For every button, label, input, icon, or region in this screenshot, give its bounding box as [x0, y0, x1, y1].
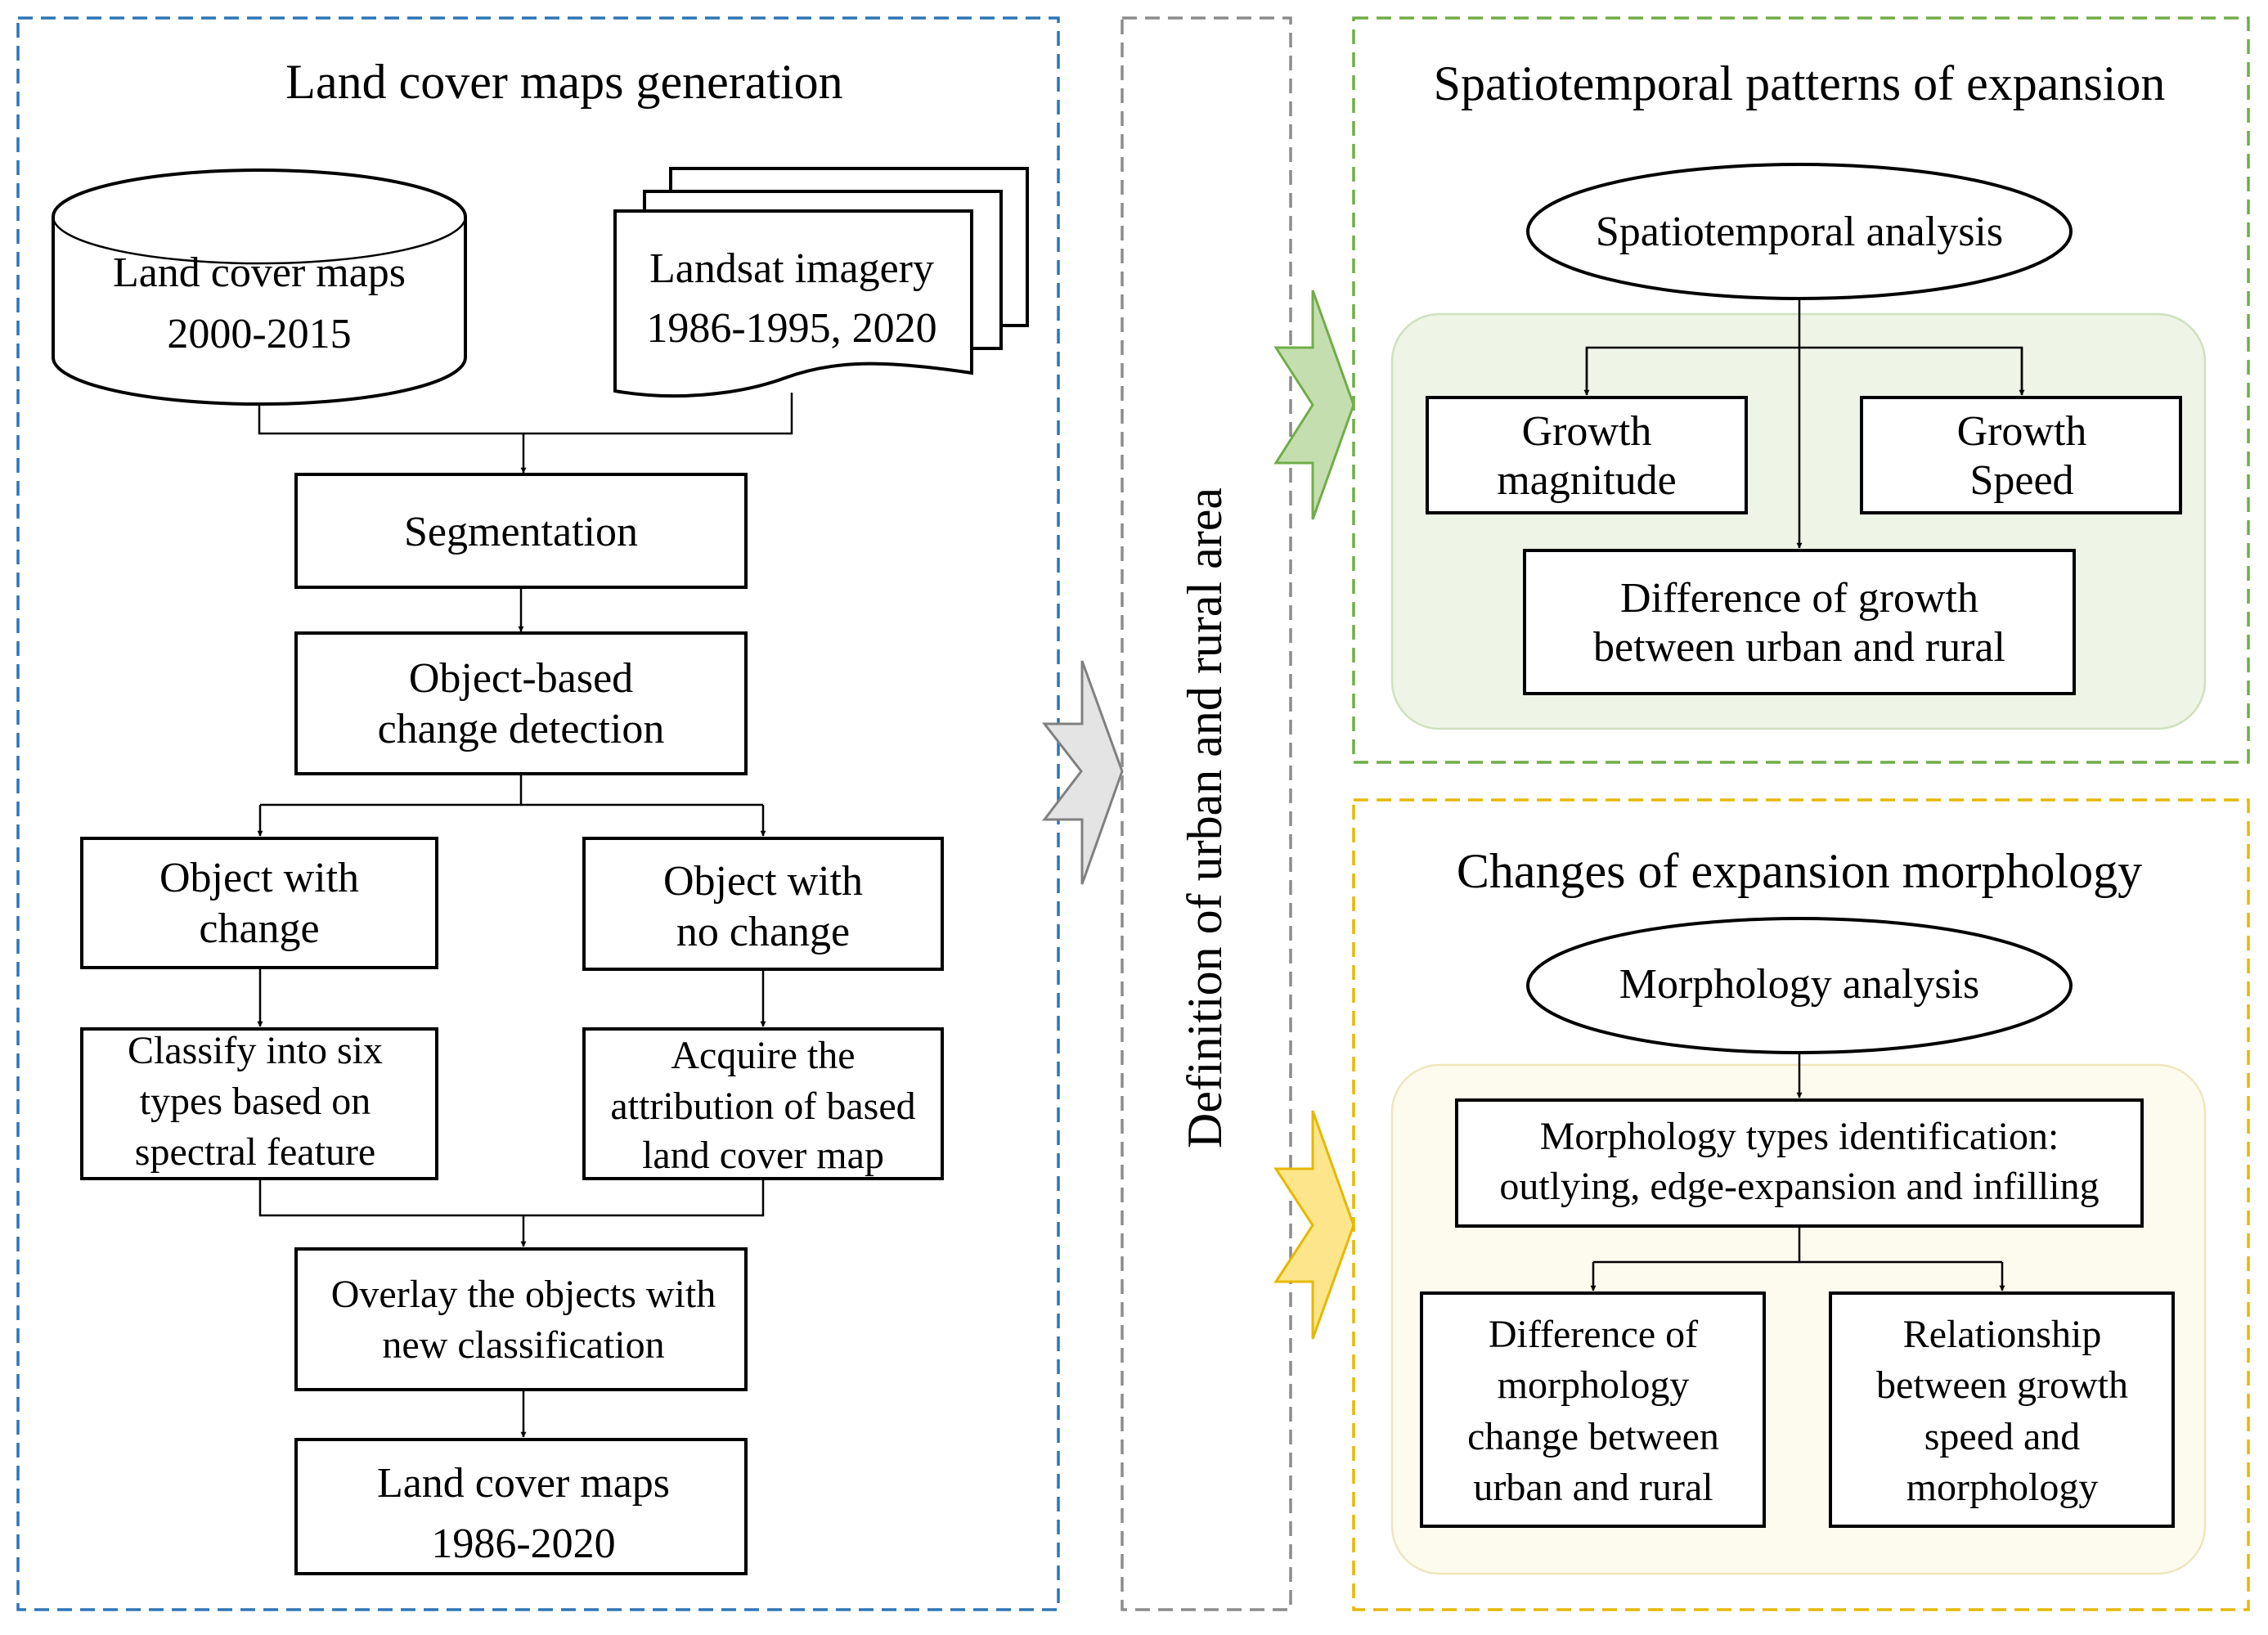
growth-speed-label-line2: Speed: [1969, 457, 2073, 504]
classify-label-line2: types based on: [140, 1080, 371, 1123]
classify-label-line3: spectral feature: [135, 1130, 375, 1174]
imagery-label-line2: 1986-1995, 2020: [646, 305, 936, 352]
object-no-change-label-line1: Object with: [663, 858, 863, 905]
relationship-label-line4: morphology: [1906, 1466, 2099, 1509]
output-label-line1: Land cover maps: [377, 1460, 670, 1507]
yellow-arrow-icon: [1273, 1110, 1355, 1340]
relationship-box: [1829, 1291, 2175, 1528]
left-panel-title: Land cover maps generation: [285, 55, 842, 109]
change-detection-box: [294, 631, 748, 775]
growth-difference-label-line1: Difference of growth: [1620, 575, 1978, 622]
spatiotemporal-analysis-label: Spatiotemporal analysis: [1596, 209, 2003, 255]
object-no-change-label-line2: no change: [676, 909, 850, 955]
morphology-difference-box: [1420, 1291, 1766, 1528]
growth-speed-label-line1: Growth: [1957, 408, 2087, 455]
bottom-right-panel-border: [1352, 798, 2250, 1611]
output-maps-box: [294, 1438, 748, 1575]
acquire-box: [582, 1027, 944, 1180]
landsat-imagery-node: Landsat imagery 1986-1995, 2020: [613, 167, 1029, 398]
overlay-label-line2: new classification: [382, 1323, 664, 1367]
object-change-label-line2: change: [199, 905, 319, 952]
middle-panel-border: [1121, 16, 1292, 1611]
growth-magnitude-label-line1: Growth: [1522, 408, 1652, 455]
object-change-label-line1: Object with: [159, 855, 359, 901]
morphology-difference-label-line3: change between: [1467, 1415, 1719, 1458]
morphology-difference-label-line4: urban and rural: [1473, 1466, 1713, 1509]
acquire-label-line1: Acquire the: [671, 1034, 855, 1077]
top-right-panel-border: [1352, 16, 2250, 764]
document-front-icon: [613, 209, 973, 398]
classify-box: [80, 1027, 438, 1180]
connector-split-change: [260, 774, 523, 806]
object-no-change-box: [582, 837, 944, 971]
morphology-types-label-line2: outlying, edge-expansion and infilling: [1499, 1165, 2099, 1208]
morphology-difference-label-line1: Difference of: [1489, 1313, 1698, 1356]
acquire-label-line3: land cover map: [642, 1134, 884, 1177]
morphology-analysis-label: Morphology analysis: [1619, 961, 1980, 1008]
growth-magnitude-box: [1426, 396, 1748, 514]
morphology-types-label-line1: Morphology types identification:: [1540, 1115, 2059, 1158]
database-label-line2: 2000-2015: [167, 311, 351, 357]
classify-label-line1: Classify into six: [128, 1029, 383, 1072]
bottom-right-panel-title: Changes of expansion morphology: [1457, 844, 2142, 898]
segmentation-box: [294, 473, 748, 589]
relationship-label-line2: between growth: [1876, 1363, 2128, 1407]
segmentation-label: Segmentation: [404, 509, 638, 555]
change-detection-label-line2: change detection: [378, 706, 665, 752]
relationship-label-line3: speed and: [1924, 1415, 2081, 1458]
growth-magnitude-label-line2: magnitude: [1497, 457, 1677, 504]
morphology-types-box: [1455, 1098, 2144, 1228]
land-cover-database-node: Land cover maps 2000-2015: [52, 168, 467, 406]
overlay-box: [294, 1247, 748, 1391]
middle-panel-title: Definition of urban and rural area: [1178, 487, 1232, 1148]
gray-arrow-icon: [1041, 660, 1124, 885]
object-with-change-box: [80, 837, 438, 969]
morphology-difference-label-line2: morphology: [1498, 1363, 1690, 1407]
growth-difference-box: [1523, 549, 2076, 695]
output-label-line2: 1986-2020: [431, 1520, 615, 1567]
overlay-label-line1: Overlay the objects with: [331, 1273, 716, 1316]
change-detection-label-line1: Object-based: [409, 655, 633, 702]
database-label-line1: Land cover maps: [113, 249, 406, 296]
relationship-label-line1: Relationship: [1903, 1313, 2102, 1356]
imagery-label-line1: Landsat imagery: [649, 245, 934, 292]
growth-speed-box: [1860, 396, 2182, 514]
database-cylinder-icon: [52, 168, 467, 406]
top-right-panel-title: Spatiotemporal patterns of expansion: [1434, 56, 2166, 110]
green-arrow-icon: [1273, 290, 1355, 520]
connector-merge-classified: [258, 1179, 765, 1217]
growth-difference-label-line2: between urban and rural: [1593, 624, 2005, 671]
database-cylinder-rim: [52, 216, 467, 265]
connector-inputs-merge: [258, 393, 793, 435]
acquire-label-line2: attribution of based: [610, 1085, 915, 1128]
